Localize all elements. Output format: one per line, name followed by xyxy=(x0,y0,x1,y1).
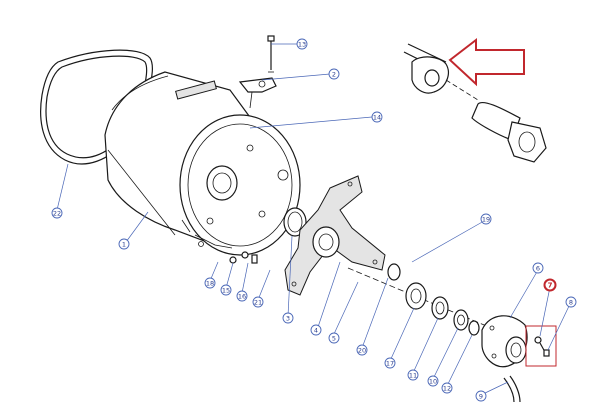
callout-label: 14 xyxy=(373,113,381,121)
callout-label: 4 xyxy=(314,326,318,334)
callout-bubble xyxy=(356,344,368,356)
callout-20[interactable]: 20 xyxy=(356,344,368,356)
callout-bubble xyxy=(204,277,216,289)
callout-7[interactable]: 7 xyxy=(543,278,557,292)
part-seal-10[interactable] xyxy=(453,309,469,331)
callout-bubble xyxy=(328,332,340,344)
callout-5[interactable]: 5 xyxy=(328,332,340,344)
callout-label: 13 xyxy=(298,40,306,48)
callout-11[interactable]: 11 xyxy=(407,369,419,381)
callout-8[interactable]: 8 xyxy=(565,296,577,308)
callout-label: 18 xyxy=(206,279,214,287)
part-o-ring[interactable] xyxy=(387,263,401,281)
callout-bubble xyxy=(51,207,63,219)
part-drum[interactable] xyxy=(104,71,301,256)
callout-bubble xyxy=(532,262,544,274)
callout-19[interactable]: 19 xyxy=(480,213,492,225)
callout-label: 12 xyxy=(443,384,451,392)
leader-lines xyxy=(56,43,571,395)
callout-14[interactable]: 14 xyxy=(371,111,383,123)
callout-bubble xyxy=(328,68,340,80)
part-screw-7[interactable] xyxy=(534,336,546,353)
callout-18[interactable]: 18 xyxy=(204,277,216,289)
callout-label: 17 xyxy=(386,359,394,367)
callout-4[interactable]: 4 xyxy=(310,324,322,336)
inset-arrow-icon xyxy=(448,37,525,87)
callout-bubble xyxy=(236,290,248,302)
part-bearing-housing[interactable] xyxy=(481,315,528,368)
callout-16[interactable]: 16 xyxy=(236,290,248,302)
callout-bubble xyxy=(384,357,396,369)
callout-bubble xyxy=(565,296,577,308)
callout-bubble xyxy=(118,238,130,250)
part-small-fasteners[interactable] xyxy=(198,241,258,264)
callout-label: 10 xyxy=(429,377,437,385)
part-spider[interactable] xyxy=(284,175,386,296)
callout-label: 1 xyxy=(122,240,126,248)
callout-bubble xyxy=(282,312,294,324)
callout-6[interactable]: 6 xyxy=(532,262,544,274)
callout-bubble xyxy=(296,38,308,50)
callout-bubble xyxy=(310,324,322,336)
callout-3[interactable]: 3 xyxy=(282,312,294,324)
highlight-box xyxy=(525,325,557,367)
callout-label: 9 xyxy=(479,392,483,400)
callout-17[interactable]: 17 xyxy=(384,357,396,369)
callout-bubble xyxy=(427,375,439,387)
callout-label: 22 xyxy=(53,209,61,217)
callout-9[interactable]: 9 xyxy=(475,390,487,402)
callout-10[interactable]: 10 xyxy=(427,375,439,387)
callout-bubble xyxy=(441,382,453,394)
callout-bubble xyxy=(475,390,487,402)
callout-bubble xyxy=(543,278,557,292)
callout-label: 21 xyxy=(254,298,262,306)
callout-bubble xyxy=(252,296,264,308)
callout-label: 11 xyxy=(409,371,417,379)
callout-13[interactable]: 13 xyxy=(296,38,308,50)
callout-label: 15 xyxy=(222,286,230,294)
callout-label: 8 xyxy=(569,298,573,306)
callout-label: 19 xyxy=(482,215,490,223)
detail-inset xyxy=(403,43,547,163)
callout-label: 5 xyxy=(332,334,336,342)
part-bearing-17[interactable] xyxy=(405,282,427,310)
callout-label: 6 xyxy=(536,264,540,272)
callout-label: 2 xyxy=(332,70,336,78)
callout-2[interactable]: 2 xyxy=(328,68,340,80)
part-bracket[interactable] xyxy=(238,77,277,109)
callout-21[interactable]: 21 xyxy=(252,296,264,308)
callout-label: 7 xyxy=(548,281,553,289)
callout-layer: 13 2 14 22 1 18 15 16 21 3 4 5 20 19 17 11 10 12 6 7 8 9 xyxy=(51,38,577,402)
callout-15[interactable]: 15 xyxy=(220,284,232,296)
part-bearing-11[interactable] xyxy=(431,296,449,320)
callout-bubble xyxy=(480,213,492,225)
callout-label: 3 xyxy=(286,314,290,322)
callout-1[interactable]: 1 xyxy=(118,238,130,250)
part-ring-12[interactable] xyxy=(468,320,480,336)
callout-22[interactable]: 22 xyxy=(51,207,63,219)
callout-bubble xyxy=(220,284,232,296)
callout-label: 20 xyxy=(358,346,366,354)
callout-bubble xyxy=(371,111,383,123)
callout-12[interactable]: 12 xyxy=(441,382,453,394)
callout-bubble xyxy=(407,369,419,381)
callout-label: 16 xyxy=(238,292,246,300)
part-hose[interactable] xyxy=(503,375,521,403)
part-screw-8[interactable] xyxy=(543,349,550,357)
part-top-screw[interactable] xyxy=(267,35,275,73)
